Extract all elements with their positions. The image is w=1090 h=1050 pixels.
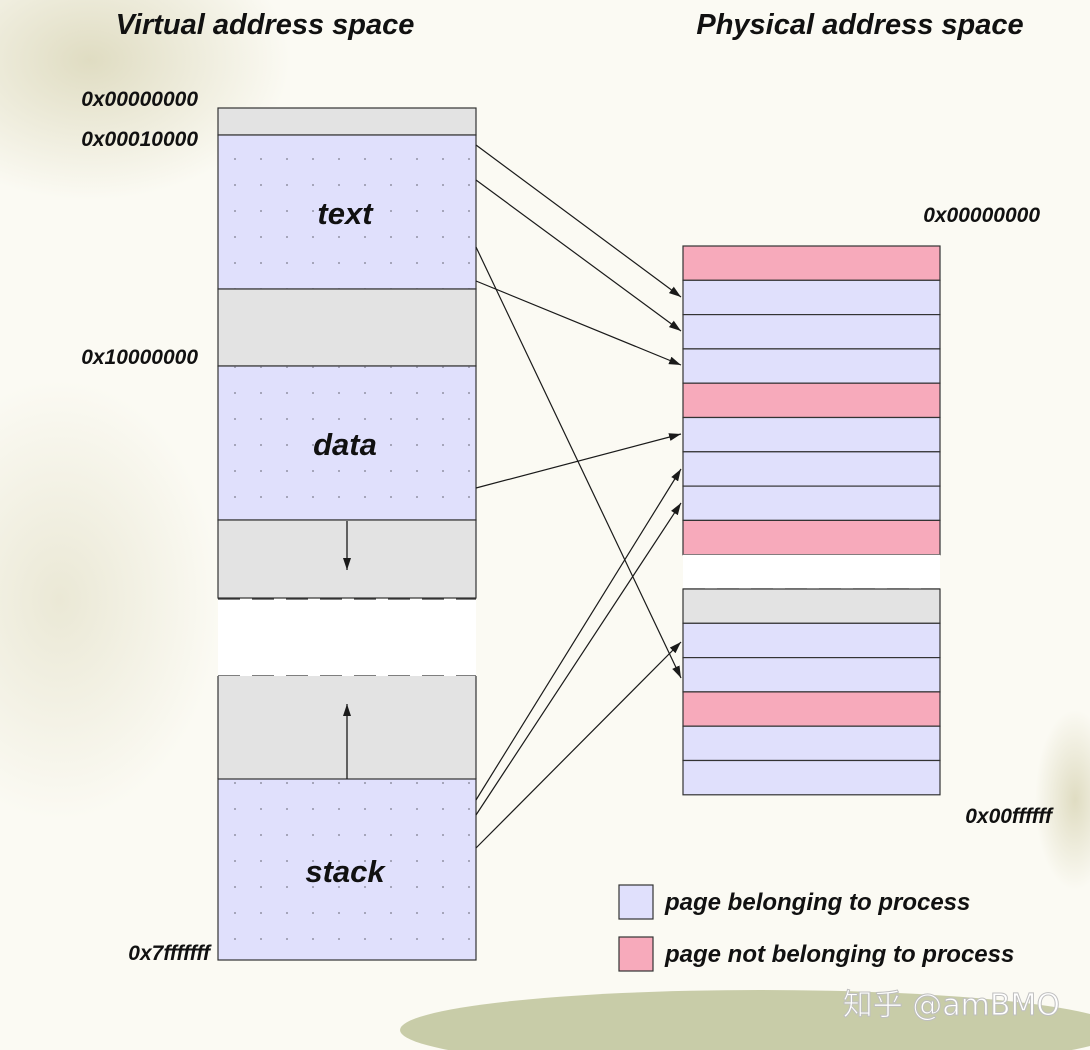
legend-label-not-belonging: page not belonging to process (664, 941, 1014, 968)
physical-gap (683, 554, 940, 589)
stack-segment-label: stack (305, 854, 386, 889)
text-segment-label: text (317, 196, 374, 231)
physical-page-belonging (682, 314, 941, 350)
physical-page-not-belonging (682, 519, 941, 556)
data-segment-pattern (218, 366, 476, 520)
watermark: 知乎 @amBMO (843, 988, 1060, 1023)
page-mappings (475, 144, 682, 849)
physical-space-title: Physical address space (696, 9, 1023, 41)
physical-page-belonging (682, 622, 941, 659)
physical-address-column (682, 245, 941, 796)
virtual-address-start: 0x00000000 (81, 88, 198, 111)
legend-label-belonging: page belonging to process (664, 889, 970, 916)
mapping-arrow (475, 641, 682, 849)
physical-page-belonging (682, 451, 941, 487)
text-segment-pattern (218, 135, 476, 289)
legend: page belonging to process page not belon… (618, 884, 1014, 972)
physical-page-belonging (682, 279, 941, 316)
virtual-address-end: 0x7fffffff (128, 942, 212, 965)
mapping-arrow (475, 502, 682, 816)
mapping-arrow (475, 468, 682, 801)
virtual-address-text-start: 0x00010000 (81, 128, 198, 151)
physical-page-belonging (682, 656, 941, 693)
legend-swatch-belonging (618, 884, 654, 920)
physical-page-belonging (682, 348, 941, 384)
physical-address-end: 0x00ffffff (965, 805, 1054, 828)
mapping-arrow (475, 246, 682, 679)
data-segment-label: data (313, 427, 377, 462)
mapping-arrow (475, 433, 682, 489)
stack-segment-pattern (218, 779, 476, 960)
mapping-arrow (475, 144, 682, 298)
physical-page-belonging (682, 416, 941, 453)
physical-page-unused (682, 588, 941, 624)
physical-page-not-belonging (682, 382, 941, 419)
virtual-gap (218, 599, 476, 676)
mapping-arrow (475, 179, 682, 332)
virtual-address-column: text data stack (217, 107, 477, 961)
physical-page-belonging (682, 725, 941, 762)
mapping-arrow (475, 280, 682, 366)
reserved-region (217, 107, 477, 136)
virtual-address-data-start: 0x10000000 (81, 346, 198, 369)
physical-page-not-belonging (682, 691, 941, 727)
physical-page-belonging (682, 485, 941, 522)
legend-swatch-not-belonging (618, 936, 654, 972)
physical-address-start: 0x00000000 (923, 204, 1040, 227)
virtual-space-title: Virtual address space (116, 9, 415, 41)
unmapped-region-1 (217, 288, 477, 367)
physical-page-belonging (682, 759, 941, 796)
physical-page-not-belonging (682, 245, 941, 281)
